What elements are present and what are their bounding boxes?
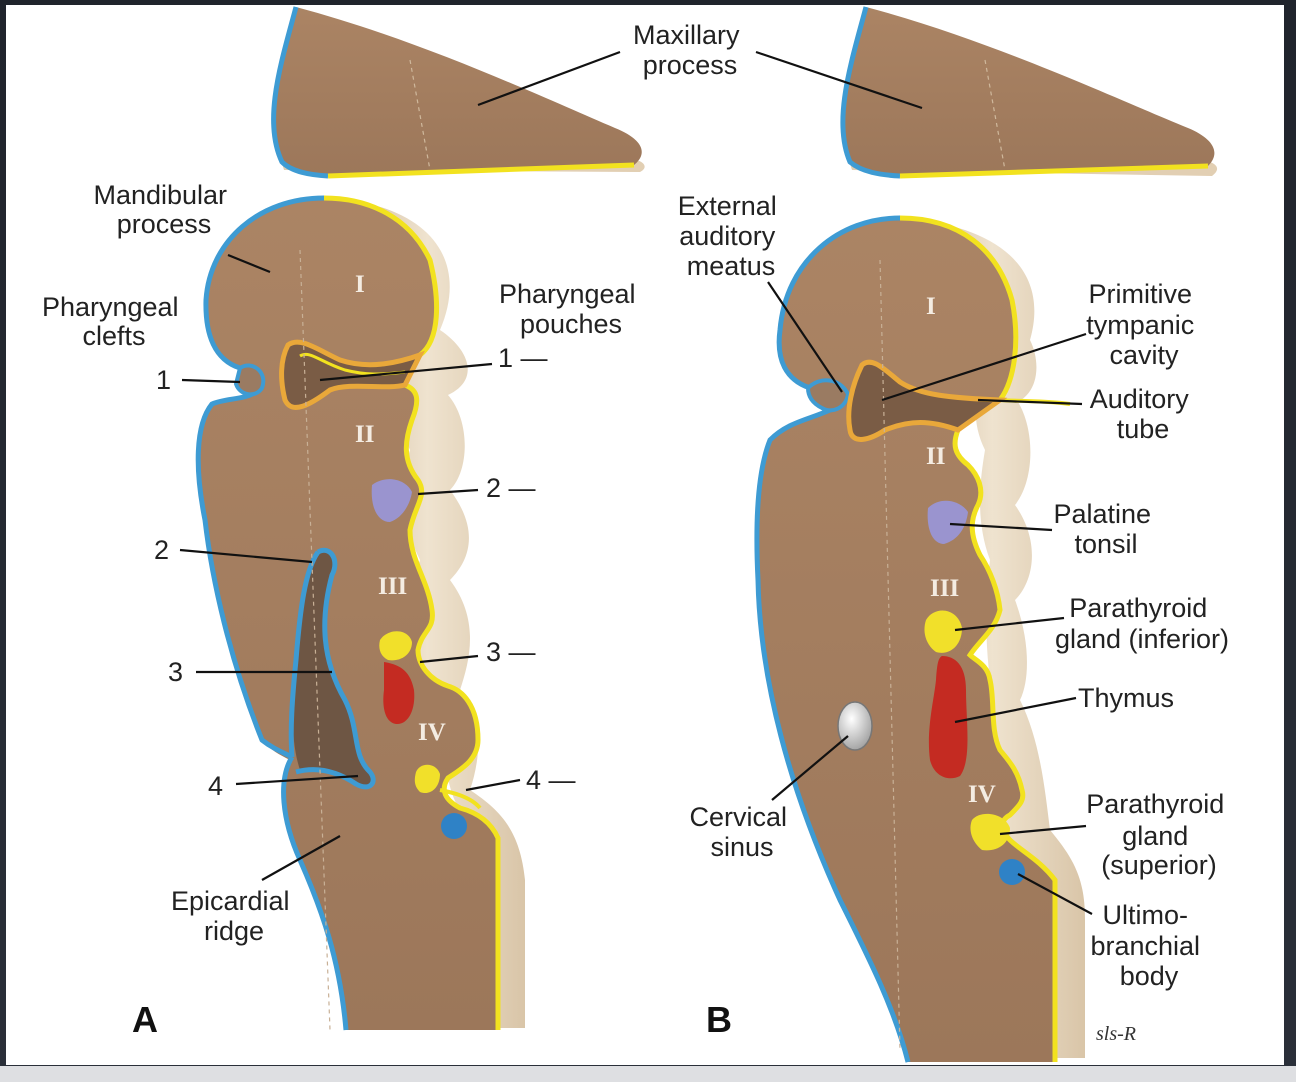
ultimobranchial-body-b	[999, 859, 1025, 885]
mandibular-label: Mandibular process	[93, 180, 234, 239]
bottom-strip	[0, 1066, 1296, 1082]
arch-b-2: II	[926, 443, 945, 470]
panel-b-drawing	[754, 6, 1218, 1063]
arch-b-1: I	[926, 293, 936, 320]
maxillary-process-b	[842, 7, 1215, 176]
cleft-number-2: 2	[154, 535, 169, 565]
cleft-1-a	[233, 363, 266, 397]
cleft-number-4: 4	[208, 771, 223, 801]
auditory-tube-label: Auditory tube	[1090, 384, 1197, 444]
cervical-sinus-label: Cervical sinus	[689, 802, 794, 862]
parathyroid-superior-a	[414, 764, 440, 794]
arches-body-b	[756, 218, 1055, 1062]
leader-lines	[179, 50, 1093, 915]
thymus-label: Thymus	[1078, 683, 1174, 713]
external-auditory-meatus-b	[805, 378, 851, 413]
ultimobranchial-body-a	[441, 813, 467, 839]
arches-body-a	[198, 198, 498, 1030]
pouch-number-2: 2 —	[486, 473, 536, 503]
primitive-tympanic-cavity-b	[846, 359, 1008, 442]
parathyroid-inferior-a	[379, 631, 412, 661]
arch-b-4: IV	[968, 781, 996, 808]
external-auditory-label: External auditory meatus	[678, 191, 785, 281]
arch-a-4: IV	[418, 719, 446, 746]
maxillary-label: Maxillary process	[633, 20, 747, 80]
pharyngeal-clefts-label: Pharyngeal clefts	[42, 292, 186, 351]
arch-a-1: I	[355, 271, 365, 298]
palatine-tonsil-b	[927, 500, 968, 544]
palatine-tonsil-a	[371, 479, 412, 522]
arch-a-2: II	[355, 421, 374, 448]
cleft-number-1: 1	[156, 365, 171, 395]
arch-b-3: III	[930, 575, 959, 602]
labels: Maxillary process Mandibular process Pha…	[42, 20, 1232, 1045]
parathyroid-superior-label: Parathyroid gland (superior)	[1086, 789, 1232, 880]
thymus-b	[928, 656, 968, 779]
pharyngeal-wall-b	[900, 218, 1085, 1058]
arch-a-3: III	[378, 573, 407, 600]
thymus-a	[383, 662, 415, 725]
pouch-number-4: 4 —	[526, 765, 576, 795]
artist-signature: sls-R	[1096, 1023, 1136, 1045]
cleft-number-3: 3	[168, 657, 183, 687]
pouch-number-3: 3 —	[486, 637, 536, 667]
parathyroid-inferior-b	[924, 610, 962, 653]
maxillary-process-a	[273, 7, 642, 176]
primitive-tympanic-label: Primitive tympanic cavity	[1086, 279, 1202, 370]
pouch-number-1: 1 —	[498, 343, 548, 373]
panel-a-drawing	[195, 6, 645, 1031]
parathyroid-inferior-label: Parathyroid gland (inferior)	[1055, 593, 1229, 654]
cervical-sinus-b	[837, 701, 873, 751]
palatine-tonsil-label: Palatine tonsil	[1053, 499, 1158, 559]
epicardial-label: Epicardial ridge	[171, 886, 297, 946]
ultimobranchial-label: Ultimo- branchial body	[1090, 900, 1207, 991]
pharyngeal-pouches-label: Pharyngeal pouches	[499, 279, 643, 339]
parathyroid-superior-b	[970, 813, 1010, 851]
panel-label-b: B	[706, 999, 732, 1040]
panel-label-a: A	[132, 999, 158, 1040]
